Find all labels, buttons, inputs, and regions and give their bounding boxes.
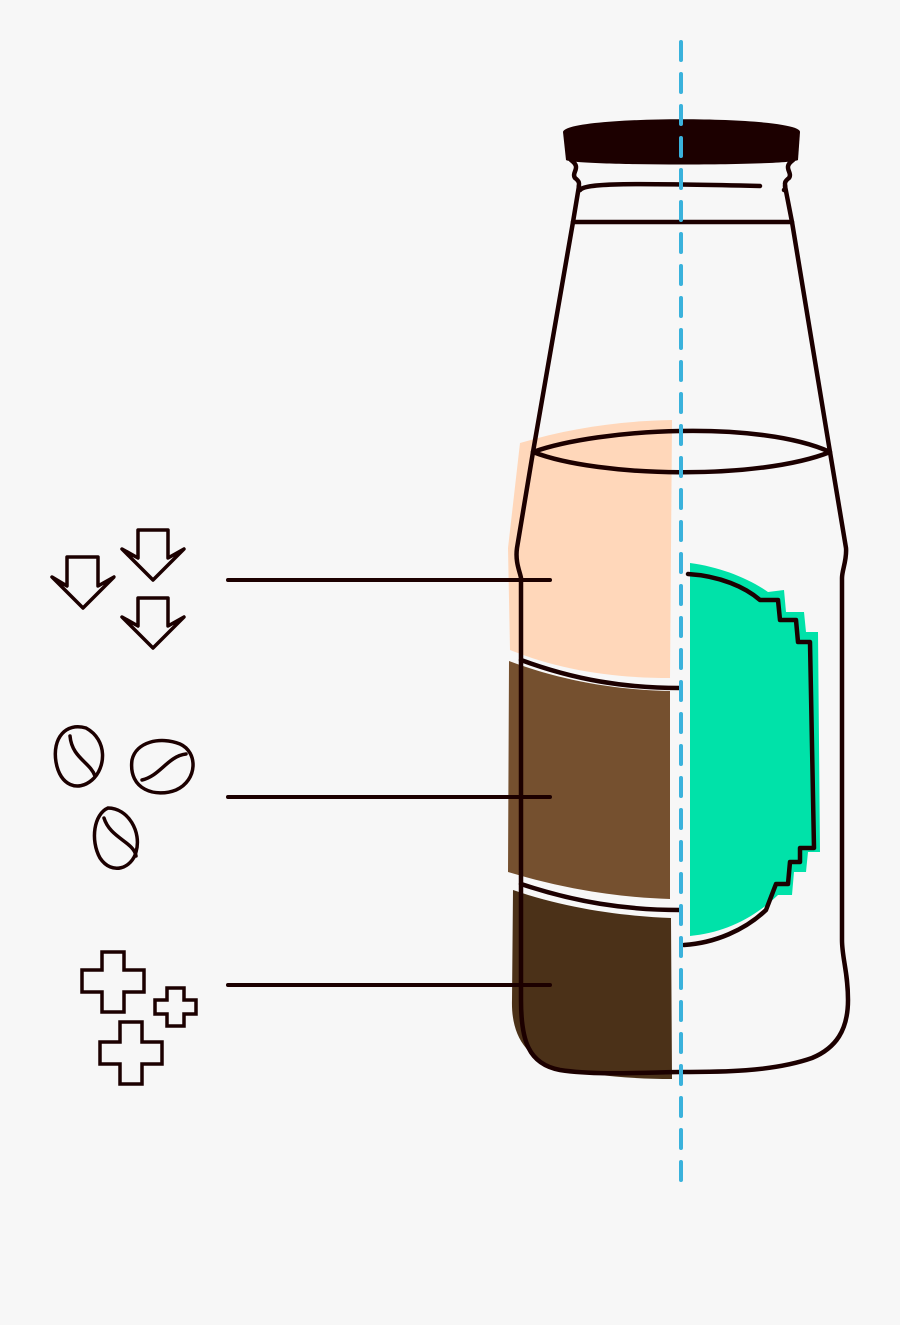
coffee-beans-icon	[53, 725, 195, 870]
coffee-bean-icon	[92, 806, 140, 870]
plus-cross-icon	[153, 986, 198, 1028]
label-panel-fill	[690, 563, 820, 936]
plus-cross-icon	[98, 1020, 164, 1086]
plus-cross-icon	[80, 950, 146, 1014]
layer-separator-upper	[518, 657, 683, 691]
liquid-surface	[530, 428, 833, 475]
bottom-layer-fill	[511, 890, 672, 1079]
layer-separator-lower	[518, 881, 683, 913]
label-outline	[681, 571, 817, 948]
down-arrows-icon	[50, 528, 186, 650]
neck-right-squiggle	[781, 157, 796, 193]
neck-rim	[577, 181, 763, 193]
coffee-bean-icon	[130, 738, 195, 795]
plus-crosses-icon	[80, 950, 198, 1086]
neck-left-squiggle	[568, 157, 583, 193]
down-arrow-icon	[120, 596, 186, 650]
bottle-left-side	[514, 183, 683, 1076]
middle-layer-fill	[508, 661, 670, 899]
top-layer-fill	[508, 420, 672, 678]
bottle-outline	[514, 157, 851, 1076]
bottle-right-side	[677, 183, 851, 1075]
down-arrow-icon	[120, 528, 186, 582]
leader-lines	[226, 578, 552, 987]
coffee-bean-icon	[53, 725, 105, 788]
down-arrow-icon	[50, 555, 116, 610]
